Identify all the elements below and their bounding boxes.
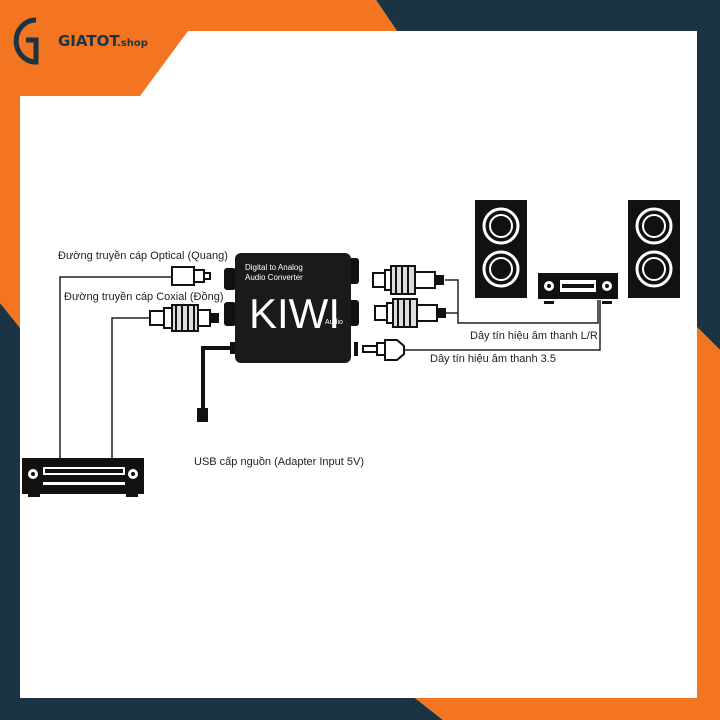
coaxial-label: Đường truyền cáp Coxial (Đồng) [64,291,223,303]
frame-right-orange [415,327,720,720]
device-name: KIWI [249,290,340,337]
brand-name: GIATOT [58,32,120,50]
device-line1: Digital to Analog [245,263,303,272]
coax-cable [111,317,150,458]
rca-connector-icon [374,298,446,328]
device-sub: Audio [325,319,343,326]
logo-g-icon [13,17,39,65]
frame-left-navy [0,303,443,720]
jack-label: Dây tín hiệu âm thanh 3.5 [430,353,556,365]
amplifier-icon [538,273,618,304]
device-line2: Audio Converter [245,273,303,282]
coax-connector-icon [149,304,219,332]
brand-suffix: .shop [117,38,148,49]
frame-top-orange [0,0,397,328]
jack-cable [405,300,601,351]
speaker-left-icon [475,200,527,298]
speaker-right-icon [628,200,680,298]
source-player-icon [22,458,144,497]
usb-label: USB cấp nguồn (Adapter Input 5V) [194,456,364,468]
usb-plug-icon [197,408,208,422]
optical-cable [59,276,172,458]
optical-label: Đường truyền cáp Optical (Quang) [58,250,228,262]
usb-cable [201,346,230,410]
lr-label: Dây tín hiệu âm thanh L/R [470,330,598,342]
kiwi-converter: Digital to Analog Audio Converter KIWI A… [224,253,359,363]
cables [59,276,601,458]
optical-connector-icon [171,266,211,286]
jack-connector-icon [362,339,405,361]
rca-connector-icon [372,265,444,295]
lr-cable-1 [445,279,599,324]
brand-logo[interactable]: GIATOT .shop [13,17,148,65]
